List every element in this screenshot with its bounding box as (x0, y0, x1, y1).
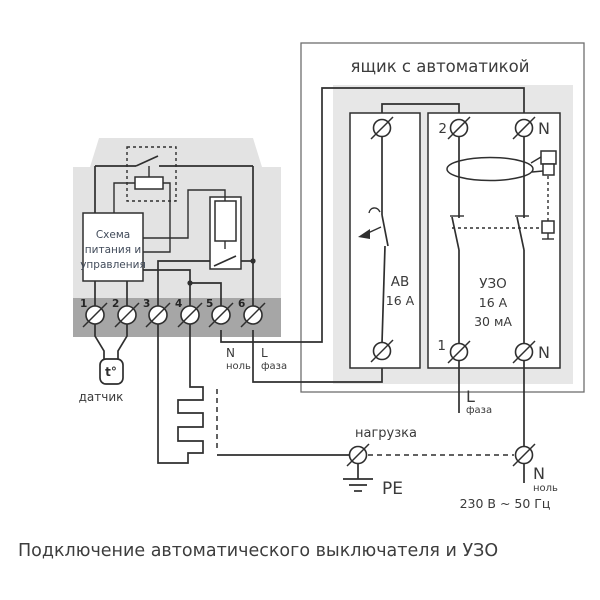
strip-neutral-letter: N (226, 346, 235, 360)
neutral-out-letter: N (533, 464, 545, 483)
rcd-name: УЗО (479, 276, 507, 292)
power-switch-icon (95, 155, 253, 167)
supply-rating: 230 В ~ 50 Гц (460, 496, 551, 511)
terminal-3-number: 3 (143, 298, 150, 310)
caption: Подключение автоматического выключателя … (18, 541, 498, 561)
rcd-bottom-n-terminal-icon (512, 340, 536, 364)
rcd-terminal-top-n-label: N (538, 119, 550, 138)
terminal-4-number: 4 (175, 298, 182, 310)
screw-terminal-icons (82, 302, 266, 328)
phase-out-letter: L (466, 387, 475, 406)
rcd-terminal-bottom-out-label: 1 (437, 338, 446, 354)
load-terminal-icon (346, 443, 370, 467)
breaker-box (349, 112, 421, 369)
rcd-toroid-icon (446, 150, 557, 182)
neutral-out-terminal-icon (512, 443, 536, 467)
terminal-5-number: 5 (206, 298, 213, 310)
wire-breaker-to-rcd (381, 103, 460, 114)
wire-neutral-supply (220, 87, 525, 343)
breaker-bottom-terminal-icon (370, 339, 394, 363)
breaker-rating: 16 А (386, 293, 415, 308)
breaker-name: АВ (391, 274, 410, 290)
heating-cable-icon (157, 324, 204, 464)
control-unit-line2: питания и (85, 244, 141, 256)
control-unit-line1: Схема (96, 229, 130, 241)
sensor-label: датчик (79, 390, 124, 404)
wire-phase-supply (252, 330, 383, 383)
rcd-contact-icons (450, 215, 529, 251)
rcd-terminal-bottom-n-label: N (538, 343, 550, 362)
phase-out-word: фаза (466, 405, 492, 416)
breaker-top-terminal-icon (370, 116, 394, 140)
ground-icon (343, 478, 373, 492)
rcd-bottom-out-terminal-icon (447, 340, 471, 364)
relay-icon (209, 196, 242, 270)
sensor-symbol: t° (105, 365, 117, 379)
breaker-contact-icon (358, 207, 389, 247)
rcd-leakage: 30 мА (474, 314, 512, 329)
rcd-rating: 16 А (479, 295, 508, 310)
strip-phase-word: фаза (261, 361, 287, 372)
power-switch-zone (126, 146, 177, 202)
pe-label: PE (382, 479, 403, 499)
control-unit-box (82, 212, 144, 282)
terminal-6-number: 6 (238, 298, 245, 310)
temperature-sensor-icon (99, 358, 124, 385)
wire-relay-coil (143, 189, 226, 239)
rcd-top-n-terminal-icon (512, 116, 536, 140)
automation-box-title: ящик с автоматикой (351, 57, 530, 76)
resistor-icon (113, 166, 171, 253)
wire-relay-contact-left (157, 260, 210, 313)
control-unit-line3: управления (80, 259, 146, 271)
neutral-out-word: ноль (533, 483, 558, 494)
strip-phase-letter: L (261, 346, 268, 360)
terminal-2-number: 2 (112, 298, 119, 310)
test-button-icon (541, 220, 555, 240)
sensor-wires (94, 324, 128, 359)
load-label: нагрузка (355, 426, 417, 441)
rcd-top-in-terminal-icon (447, 116, 471, 140)
rcd-box (427, 112, 561, 369)
strip-neutral-word: ноль (226, 361, 251, 372)
rcd-terminal-top-in-label: 2 (438, 121, 447, 137)
terminal-1-number: 1 (80, 298, 87, 310)
